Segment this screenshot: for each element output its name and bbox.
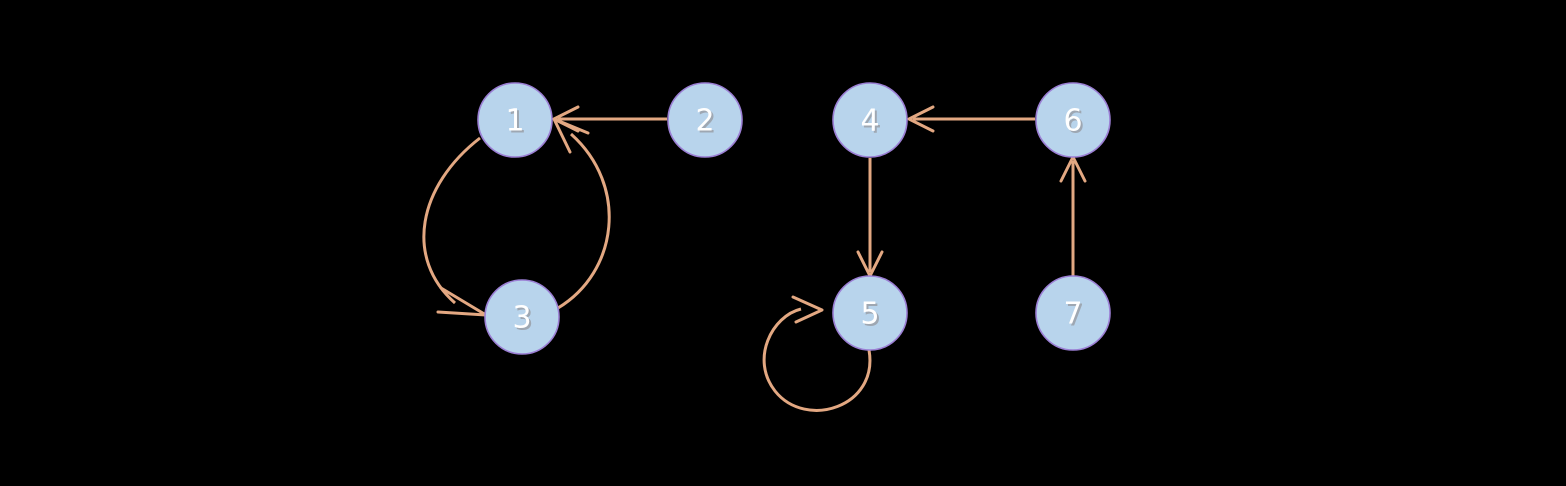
node-7-circle xyxy=(1035,275,1111,351)
edge-5-to-5-arrowhead xyxy=(791,295,824,324)
node-5[interactable]: 5 5 xyxy=(832,275,908,351)
node-6[interactable]: 6 6 xyxy=(1035,82,1111,158)
node-2[interactable]: 2 2 xyxy=(667,82,743,158)
edge-2-to-1[interactable] xyxy=(552,105,667,133)
nodes-layer: 1 1 2 2 3 3 4 4 5 5 xyxy=(477,82,1111,355)
node-1-label: 1 xyxy=(505,104,524,139)
node-2-label: 2 xyxy=(695,104,714,139)
edge-5-to-5-self-loop[interactable] xyxy=(762,295,872,412)
node-4[interactable]: 4 4 xyxy=(832,82,908,158)
edge-1-to-3-arrowhead xyxy=(436,286,488,317)
edge-7-to-6[interactable] xyxy=(1059,155,1087,276)
node-5-label: 5 xyxy=(860,297,879,332)
node-4-circle xyxy=(832,82,908,158)
edges-layer xyxy=(422,105,1087,412)
edge-3-to-1-path xyxy=(557,132,611,310)
node-3-label: 3 xyxy=(512,301,531,336)
node-7-label-shadow: 7 xyxy=(1065,299,1084,334)
node-3[interactable]: 3 3 xyxy=(484,279,560,355)
node-6-label: 6 xyxy=(1063,104,1082,139)
node-5-label-shadow: 5 xyxy=(862,299,881,334)
node-3-label-shadow: 3 xyxy=(514,303,533,338)
node-4-label: 4 xyxy=(860,104,879,139)
node-6-label-shadow: 6 xyxy=(1065,106,1084,141)
node-1[interactable]: 1 1 xyxy=(477,82,553,158)
node-4-label-shadow: 4 xyxy=(862,106,881,141)
node-7[interactable]: 7 7 xyxy=(1035,275,1111,351)
node-1-circle xyxy=(477,82,553,158)
node-1-label-shadow: 1 xyxy=(507,106,526,141)
edge-1-to-3-path xyxy=(422,136,481,305)
edge-3-to-1[interactable] xyxy=(552,117,611,310)
node-7-label: 7 xyxy=(1063,297,1082,332)
edge-6-to-4-arrowhead xyxy=(907,105,935,133)
edge-4-to-5[interactable] xyxy=(856,158,884,278)
node-5-circle xyxy=(832,275,908,351)
edge-2-to-1-arrowhead xyxy=(552,105,580,133)
node-2-circle xyxy=(667,82,743,158)
node-2-label-shadow: 2 xyxy=(697,106,716,141)
edge-1-to-3[interactable] xyxy=(422,136,488,317)
node-6-circle xyxy=(1035,82,1111,158)
node-3-circle xyxy=(484,279,560,355)
edge-5-to-5-path xyxy=(762,307,872,412)
edge-6-to-4[interactable] xyxy=(907,105,1035,133)
